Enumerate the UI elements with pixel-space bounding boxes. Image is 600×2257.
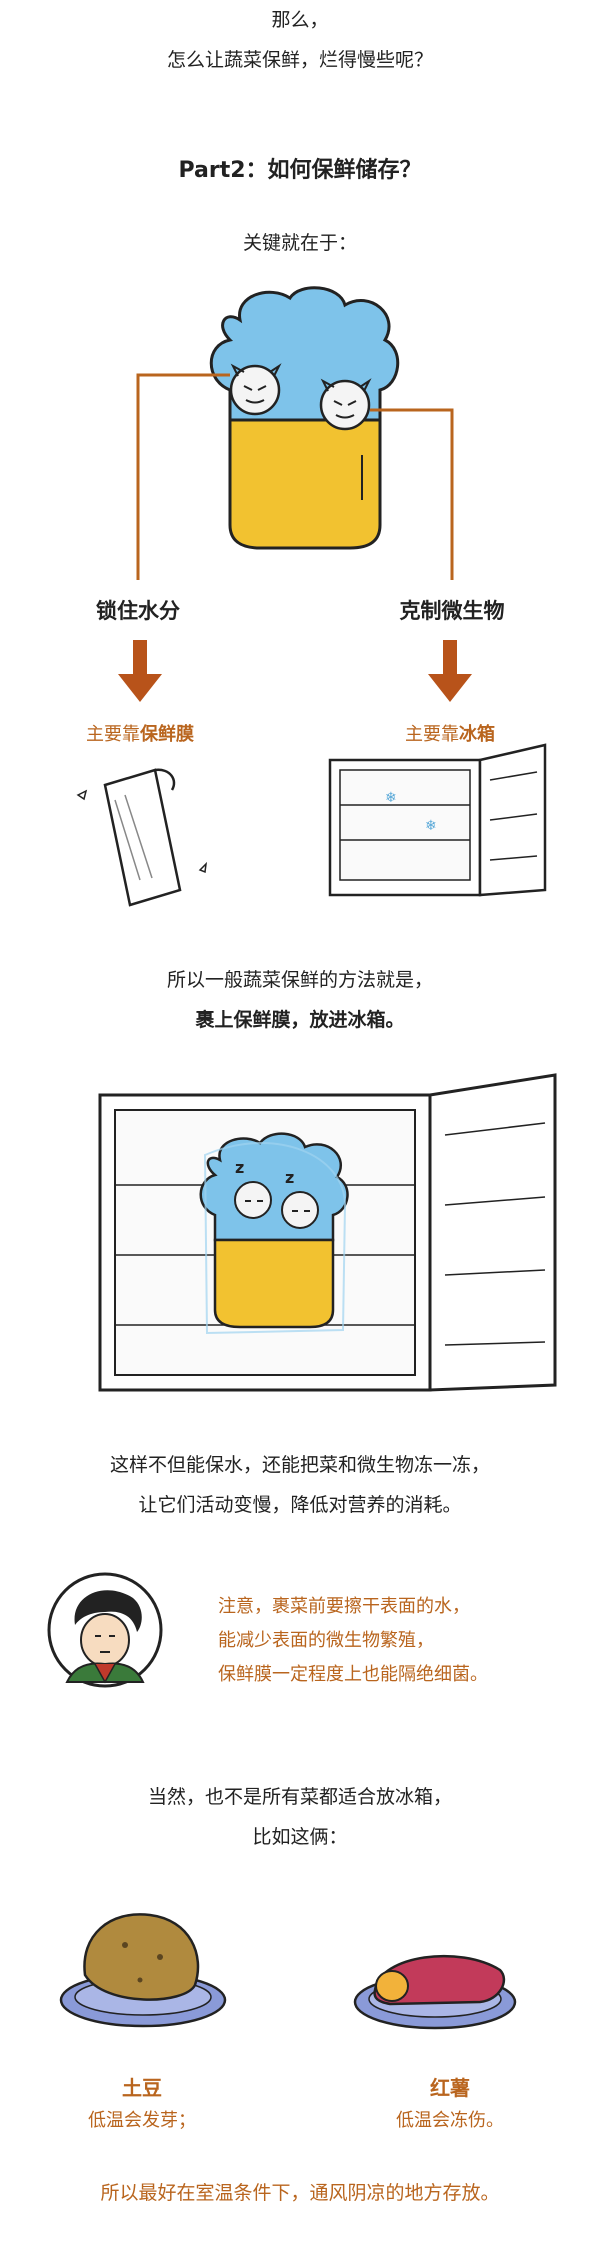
section-title: Part2：如何保鲜储存？ bbox=[178, 158, 422, 183]
vegetable-illustration bbox=[136, 286, 454, 580]
method-line-1: 所以一般蔬菜保鲜的方法就是， bbox=[166, 969, 433, 991]
item-sweet-potato-desc: 低温会冻伤。 bbox=[396, 2110, 504, 2131]
rely-wrap-prefix: 主要靠 bbox=[86, 724, 140, 745]
benefit-line-2: 让它们活动变慢，降低对营养的消耗。 bbox=[138, 1494, 462, 1516]
avatar bbox=[47, 1572, 163, 1688]
cling-wrap-roll-icon bbox=[76, 768, 208, 907]
note-line-3: 保鲜膜一定程度上也能隔绝细菌。 bbox=[218, 1664, 488, 1685]
item-sweet-potato-name: 红薯 bbox=[430, 2076, 470, 2100]
rely-wrap-line: 主要靠保鲜膜 bbox=[30, 720, 250, 746]
section-key-line: 关键就在于： bbox=[242, 232, 357, 254]
method-line-2: 裹上保鲜膜，放进冰箱。 bbox=[195, 1009, 405, 1031]
intro-line-2: 怎么让蔬菜保鲜，烂得慢些呢？ bbox=[166, 49, 433, 71]
label-suppress-microbes: 克制微生物 bbox=[399, 599, 505, 623]
rely-fridge-line: 主要靠冰箱 bbox=[340, 720, 560, 746]
arrow-down-left-icon bbox=[118, 640, 162, 702]
sweet-potato-illustration bbox=[353, 1954, 517, 2030]
potato-illustration bbox=[59, 1913, 227, 2028]
arrow-down-right-icon bbox=[428, 640, 472, 702]
svg-text:❄: ❄ bbox=[385, 790, 397, 806]
svg-text:z: z bbox=[285, 1168, 294, 1187]
exception-line-2: 比如这俩： bbox=[252, 1826, 348, 1848]
intro-line-1: 那么， bbox=[271, 9, 329, 31]
exception-line-1: 当然，也不是所有菜都适合放冰箱， bbox=[147, 1786, 452, 1808]
svg-text:❄: ❄ bbox=[425, 818, 437, 834]
note-line-2: 能减少表面的微生物繁殖， bbox=[218, 1630, 434, 1651]
note-block: 注意，裹菜前要擦干表面的水， 能减少表面的微生物繁殖， 保鲜膜一定程度上也能隔绝… bbox=[218, 1590, 488, 1692]
rely-wrap-item: 保鲜膜 bbox=[140, 724, 194, 745]
conclusion-line: 所以最好在室温条件下，通风阴凉的地方存放。 bbox=[100, 2182, 500, 2204]
rely-fridge-item: 冰箱 bbox=[459, 724, 495, 745]
fridge-small-icon: ❄ ❄ bbox=[328, 743, 547, 897]
rely-fridge-prefix: 主要靠 bbox=[405, 724, 459, 745]
note-line-1: 注意，裹菜前要擦干表面的水， bbox=[218, 1596, 470, 1617]
benefit-line-1: 这样不但能保水，还能把菜和微生物冻一冻， bbox=[109, 1454, 490, 1476]
item-potato-desc: 低温会发芽； bbox=[88, 2110, 196, 2131]
microbe-left-icon bbox=[229, 363, 282, 416]
microbe-right-icon bbox=[319, 378, 372, 431]
svg-text:z: z bbox=[235, 1158, 244, 1177]
fridge-large-illustration: z z bbox=[98, 1073, 557, 1392]
label-lock-moisture: 锁住水分 bbox=[96, 599, 180, 623]
item-potato-name: 土豆 bbox=[122, 2076, 162, 2100]
